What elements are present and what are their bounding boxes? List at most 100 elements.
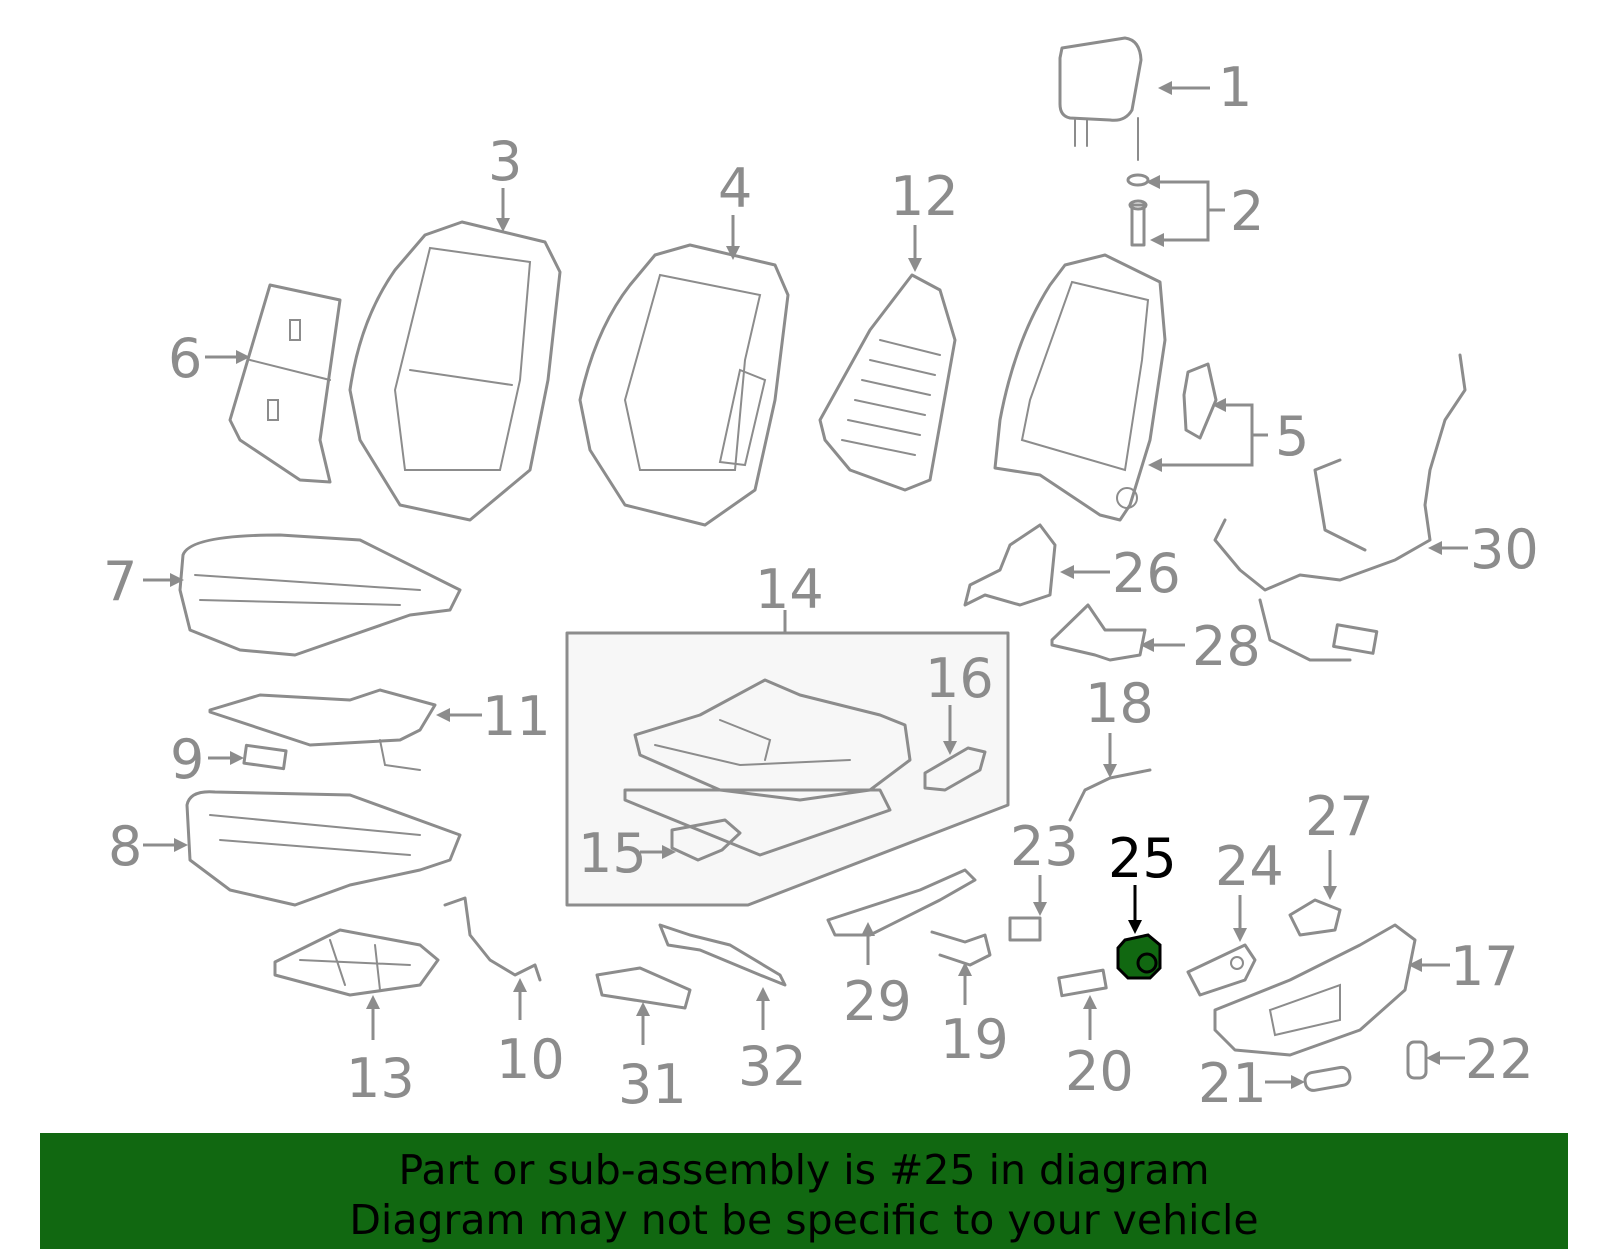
callout-label-7: 7 bbox=[103, 550, 137, 613]
callout-4: 4 bbox=[718, 157, 752, 260]
callout-24: 24 bbox=[1215, 835, 1284, 942]
callout-11: 11 bbox=[436, 685, 551, 748]
part-22-cap bbox=[1406, 1040, 1428, 1080]
part-17-side-shield bbox=[1213, 923, 1417, 1057]
callout-3: 3 bbox=[488, 130, 522, 232]
part-14-adjuster-box bbox=[565, 631, 1010, 907]
callout-12: 12 bbox=[890, 165, 959, 272]
part-9-pad bbox=[242, 743, 288, 771]
part-5-seatback-frame bbox=[993, 253, 1218, 522]
callout-label-4: 4 bbox=[718, 157, 752, 220]
callout-30: 30 bbox=[1428, 518, 1539, 581]
callout-label-29: 29 bbox=[843, 970, 912, 1033]
callout-label-10: 10 bbox=[496, 1028, 565, 1091]
callout-label-19: 19 bbox=[940, 1008, 1009, 1071]
callout-label-31: 31 bbox=[618, 1053, 687, 1116]
part-4-seatback-pad bbox=[578, 243, 790, 527]
part-19-bracket bbox=[930, 930, 992, 967]
callout-label-23: 23 bbox=[1010, 815, 1079, 878]
part-32-rail bbox=[658, 923, 787, 987]
footer-line-1: Part or sub-assembly is #25 in diagram bbox=[398, 1146, 1210, 1194]
callout-28: 28 bbox=[1140, 615, 1261, 678]
part-7-cushion-cover bbox=[178, 533, 462, 657]
callout-label-28: 28 bbox=[1192, 615, 1261, 678]
part-10-harness bbox=[443, 896, 542, 982]
callout-26: 26 bbox=[1060, 542, 1181, 605]
callout-label-3: 3 bbox=[488, 130, 522, 193]
part-6-back-panel bbox=[228, 283, 342, 484]
callout-27: 27 bbox=[1305, 785, 1374, 900]
part-16-motor bbox=[923, 746, 987, 792]
callout-9: 9 bbox=[170, 728, 244, 791]
callout-10: 10 bbox=[496, 978, 565, 1091]
part-21-cap bbox=[1303, 1065, 1352, 1092]
callout-label-22: 22 bbox=[1465, 1028, 1534, 1091]
part-23-clip bbox=[1008, 916, 1042, 942]
part-27-bracket bbox=[1288, 898, 1342, 937]
part-2-headrest-guides bbox=[1126, 173, 1150, 247]
part-13-bracket bbox=[273, 928, 440, 997]
callout-2: 2 bbox=[1146, 175, 1264, 247]
callout-17: 17 bbox=[1408, 935, 1519, 998]
callout-label-14: 14 bbox=[755, 558, 824, 621]
callout-label-15: 15 bbox=[578, 822, 647, 885]
callout-label-5: 5 bbox=[1275, 405, 1309, 468]
part-26-trim bbox=[963, 523, 1057, 607]
callout-label-25: 25 bbox=[1108, 827, 1177, 890]
part-18-link bbox=[1068, 768, 1152, 822]
callout-29: 29 bbox=[843, 922, 912, 1033]
callout-label-6: 6 bbox=[168, 327, 202, 390]
part-12-spring-mat bbox=[818, 273, 957, 492]
callout-23: 23 bbox=[1010, 815, 1079, 916]
callout-label-18: 18 bbox=[1085, 672, 1154, 735]
callout-label-12: 12 bbox=[890, 165, 959, 228]
callout-label-1: 1 bbox=[1218, 56, 1252, 119]
callout-32: 32 bbox=[738, 987, 807, 1098]
callout-31: 31 bbox=[618, 1002, 687, 1116]
callout-label-27: 27 bbox=[1305, 785, 1374, 848]
part-3-seatback-cover bbox=[348, 220, 562, 522]
callout-label-24: 24 bbox=[1215, 835, 1284, 898]
part-8-cushion-pad bbox=[185, 790, 462, 907]
callout-6: 6 bbox=[168, 327, 250, 390]
callout-15: 15 bbox=[578, 822, 676, 885]
part-20-switch bbox=[1057, 968, 1108, 998]
callout-label-13: 13 bbox=[346, 1047, 415, 1110]
callout-label-16: 16 bbox=[925, 647, 994, 710]
part-29-cover bbox=[826, 868, 977, 937]
callout-label-11: 11 bbox=[482, 685, 551, 748]
part-1-headrest bbox=[1058, 36, 1143, 161]
part-28-bracket bbox=[1050, 603, 1147, 662]
callout-label-32: 32 bbox=[738, 1035, 807, 1098]
callout-22: 22 bbox=[1426, 1028, 1534, 1091]
callout-14: 14 bbox=[755, 558, 824, 633]
callout-21: 21 bbox=[1198, 1052, 1305, 1115]
callout-25-highlighted: 25 bbox=[1108, 827, 1177, 934]
callout-label-20: 20 bbox=[1065, 1040, 1134, 1103]
callout-label-21: 21 bbox=[1198, 1052, 1267, 1115]
callout-13: 13 bbox=[346, 995, 415, 1110]
callout-19: 19 bbox=[940, 962, 1009, 1071]
callout-16: 16 bbox=[925, 647, 994, 755]
part-11-heater bbox=[208, 688, 437, 771]
footer-line-2: Diagram may not be specific to your vehi… bbox=[349, 1196, 1259, 1244]
part-24-switch-panel bbox=[1186, 943, 1257, 997]
callout-8: 8 bbox=[108, 815, 188, 878]
footer-banner: Part or sub-assembly is #25 in diagram D… bbox=[40, 1133, 1568, 1249]
callout-label-26: 26 bbox=[1112, 542, 1181, 605]
callout-1: 1 bbox=[1158, 56, 1252, 119]
part-30-wiring-harness bbox=[1213, 353, 1467, 662]
part-15-motor bbox=[670, 818, 742, 862]
part-25-knob-highlighted bbox=[1116, 933, 1162, 980]
callout-18: 18 bbox=[1085, 672, 1154, 778]
callout-label-8: 8 bbox=[108, 815, 142, 878]
callout-20: 20 bbox=[1065, 995, 1134, 1103]
callout-5: 5 bbox=[1148, 398, 1309, 472]
callout-label-2: 2 bbox=[1230, 180, 1264, 243]
callout-label-17: 17 bbox=[1450, 935, 1519, 998]
part-31-cover bbox=[595, 966, 692, 1010]
callout-label-30: 30 bbox=[1470, 518, 1539, 581]
callout-label-9: 9 bbox=[170, 728, 204, 791]
callout-7: 7 bbox=[103, 550, 184, 613]
